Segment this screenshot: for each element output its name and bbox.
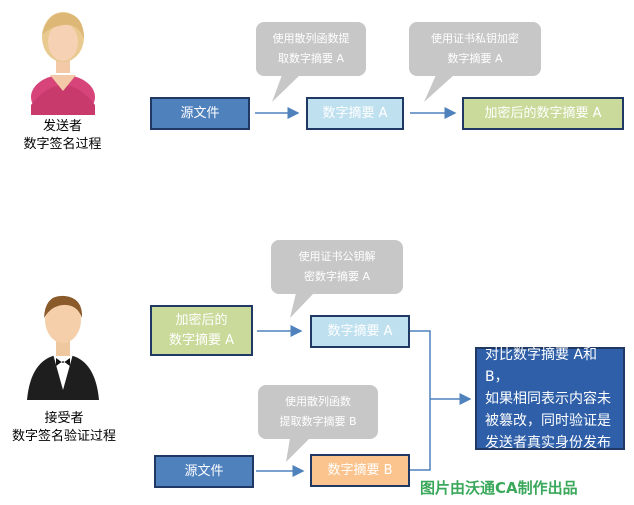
watermark: 图片由沃通CA制作出品 xyxy=(420,479,578,497)
receiver-label: 接受者 数字签名验证过程 xyxy=(11,411,116,444)
receiver-source-box: 源文件 xyxy=(154,455,254,488)
sender-encrypt-bubble: 使用证书私钥加密 数字摘要 A xyxy=(409,22,541,76)
receiver-hash-bubble: 使用散列函数 提取数字摘要 B xyxy=(258,385,378,439)
receiver-digest-a-box: 数字摘要 A xyxy=(310,315,410,348)
receiver-decrypt-bubble: 使用证书公钥解 密数字摘要 A xyxy=(271,240,403,294)
female-user-icon xyxy=(31,12,95,115)
sender-label: 发送者 数字签名过程 xyxy=(23,119,102,152)
sender-encrypted-box: 加密后的数字摘要 A xyxy=(462,97,624,130)
sender-source-box: 源文件 xyxy=(150,97,250,130)
male-user-icon xyxy=(27,295,99,400)
compare-bracket xyxy=(410,330,431,471)
sender-digest-box: 数字摘要 A xyxy=(306,97,404,130)
receiver-encrypted-box: 加密后的 数字摘要 A xyxy=(150,305,253,356)
receiver-result-box: 对比数字摘要 A和 B， 如果相同表示内容未 被篡改，同时验证是 发送者真实身份… xyxy=(475,347,625,451)
sender-hash-bubble: 使用散列函数提 取数字摘要 A xyxy=(256,22,366,76)
receiver-digest-b-box: 数字摘要 B xyxy=(310,454,410,487)
